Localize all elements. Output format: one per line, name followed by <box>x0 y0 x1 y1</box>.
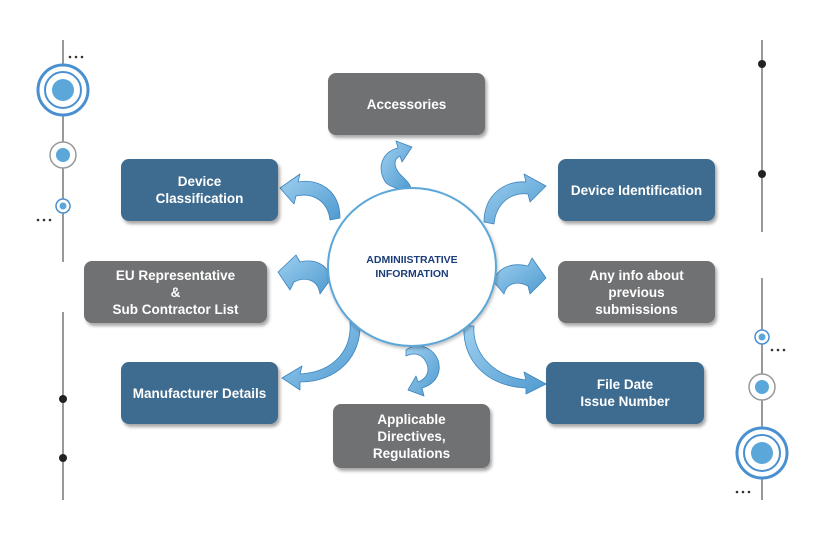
ellipsis-decoration <box>36 55 786 494</box>
node-device-identification: Device Identification <box>558 159 715 221</box>
node-label: File Date <box>596 377 654 392</box>
right-top-dot-1 <box>758 60 766 68</box>
right-small-dot-icon <box>758 333 766 341</box>
node-accessories: Accessories <box>328 73 485 135</box>
node-label: previous <box>608 284 665 300</box>
arrow-to-device-classification-icon <box>279 173 341 221</box>
arrow-to-eu-representative-icon <box>277 254 331 295</box>
center-circle: ADMINIISTRATIVE INFORMATION <box>327 187 497 347</box>
node-label: Sub Contractor List <box>112 301 239 317</box>
arrow-to-applicable-directives-icon <box>405 345 440 397</box>
node-label: Issue Number <box>580 394 670 409</box>
node-previous-submissions: Any info about previous submissions <box>558 261 715 323</box>
node-label: EU Representative <box>115 267 236 283</box>
left-large-dot-icon <box>52 79 74 101</box>
node-file-date: File Date Issue Number <box>546 362 704 424</box>
center-title-line-1: ADMINIISTRATIVE <box>366 254 458 266</box>
node-label: Manufacturer Details <box>132 385 267 401</box>
node-manufacturer-details: Manufacturer Details <box>121 362 278 424</box>
center-title-line-2: INFORMATION <box>375 268 449 280</box>
node-label: Classification <box>155 191 244 206</box>
node-label: Accessories <box>366 96 447 112</box>
arrow-to-file-date-icon <box>463 325 547 395</box>
node-label: Device Identification <box>570 182 703 198</box>
node-device-classification: Device Classification <box>121 159 278 221</box>
node-label: & <box>170 284 181 300</box>
node-label: Any info about <box>589 267 684 283</box>
node-applicable-directives: Applicable Directives, Regulations <box>333 404 490 468</box>
node-label: submissions <box>595 301 678 317</box>
left-small-dot-icon <box>59 202 67 210</box>
left-mid-dot-icon <box>56 148 70 162</box>
left-bottom-dot-2 <box>59 454 67 462</box>
node-label: Directives, <box>377 428 446 444</box>
right-mid-dot-icon <box>755 380 769 394</box>
node-label: Applicable <box>377 411 446 427</box>
node-label: Device <box>177 174 222 189</box>
right-large-dot-icon <box>751 442 773 464</box>
node-eu-representative: EU Representative & Sub Contractor List <box>84 261 267 323</box>
arrow-to-accessories-icon <box>380 140 413 191</box>
right-top-dot-2 <box>758 170 766 178</box>
arrow-to-manufacturer-details-icon <box>281 321 361 391</box>
left-bottom-dot-1 <box>59 395 67 403</box>
arrow-to-device-identification-icon <box>483 173 547 225</box>
node-label: Regulations <box>372 445 451 461</box>
arrow-to-previous-submissions-icon <box>493 257 547 295</box>
